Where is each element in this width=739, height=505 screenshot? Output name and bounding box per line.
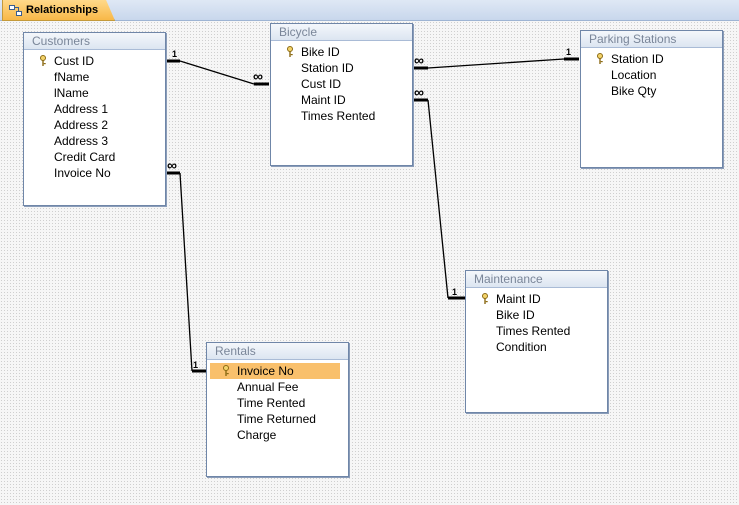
field-maint-id[interactable]: Maint ID: [301, 93, 346, 107]
field-invoice-no[interactable]: Invoice No: [54, 166, 111, 180]
field-maint-id[interactable]: Maint ID: [466, 291, 599, 307]
table-title[interactable]: Parking Stations: [581, 31, 722, 48]
table-title[interactable]: Rentals: [207, 343, 348, 360]
cardinality-one: 1: [193, 360, 199, 370]
document-tab-bar: Relationships: [0, 0, 739, 21]
field-cust-id[interactable]: Cust ID: [24, 53, 157, 69]
field-station-id[interactable]: Station ID: [301, 61, 354, 75]
table-title[interactable]: Bicycle: [271, 24, 412, 41]
field-list: Station ID Location Bike Qty: [581, 51, 714, 164]
relationship-rentals-customers[interactable]: [165, 171, 206, 373]
field-bike-qty[interactable]: Bike Qty: [611, 84, 657, 98]
table-maintenance[interactable]: Maintenance Maint ID Bike ID Times Rente…: [465, 270, 608, 413]
field-list: Bike ID Station ID Cust ID Maint ID Time…: [271, 44, 404, 162]
field-time-returned[interactable]: Time Returned: [237, 412, 316, 426]
field-location[interactable]: Location: [611, 68, 657, 82]
field-credit-card[interactable]: Credit Card: [54, 150, 116, 164]
cardinality-many: ∞: [414, 84, 424, 100]
primary-key-icon: [287, 46, 293, 57]
cardinality-one: 1: [452, 287, 458, 297]
tab-label: Relationships: [26, 4, 99, 16]
field-list: Invoice No Annual Fee Time Rented Time R…: [207, 363, 340, 473]
primary-key-icon: [223, 365, 229, 376]
cardinality-many: ∞: [167, 157, 177, 173]
table-title[interactable]: Customers: [24, 33, 165, 50]
field-address-1[interactable]: Address 1: [54, 102, 109, 116]
cardinality-many: ∞: [414, 52, 424, 68]
field-fname[interactable]: fName: [54, 70, 90, 84]
field-station-id[interactable]: Station ID: [581, 51, 714, 67]
relationship-parking-bicycle[interactable]: [412, 57, 579, 70]
table-title[interactable]: Maintenance: [466, 271, 607, 288]
field-list: Cust ID fName lName Address 1 Address 2 …: [24, 53, 157, 202]
table-bicycle[interactable]: Bicycle Bike ID Station ID Cust ID Maint…: [270, 23, 413, 166]
cardinality-one: 1: [172, 49, 178, 59]
field-bike-id[interactable]: Bike ID: [271, 44, 404, 60]
field-lname[interactable]: lName: [54, 86, 89, 100]
relationship-customers-bicycle[interactable]: [165, 59, 269, 86]
field-list: Maint ID Bike ID Times Rented Condition: [466, 291, 599, 409]
primary-key-icon: [40, 55, 46, 66]
table-rentals[interactable]: Rentals Invoice No Annual Fee Time Rente…: [206, 342, 349, 477]
field-invoice-no[interactable]: Invoice No: [210, 363, 340, 379]
field-cust-id[interactable]: Cust ID: [301, 77, 342, 91]
field-times-rented[interactable]: Times Rented: [301, 109, 376, 123]
table-customers[interactable]: Customers Cust ID fName lName Address 1 …: [23, 32, 166, 206]
primary-key-icon: [482, 293, 488, 304]
field-address-3[interactable]: Address 3: [54, 134, 109, 148]
field-address-2[interactable]: Address 2: [54, 118, 109, 132]
cardinality-many: ∞: [253, 68, 263, 84]
relationship-maintenance-bicycle[interactable]: [412, 98, 465, 300]
field-annual-fee[interactable]: Annual Fee: [237, 380, 299, 394]
relationships-icon: [9, 4, 22, 16]
field-bike-id[interactable]: Bike ID: [496, 308, 535, 322]
field-times-rented[interactable]: Times Rented: [496, 324, 571, 338]
field-charge[interactable]: Charge: [237, 428, 277, 442]
primary-key-icon: [597, 53, 603, 64]
table-parking-stations[interactable]: Parking Stations Station ID Location Bik…: [580, 30, 723, 168]
tab-relationships[interactable]: Relationships: [2, 0, 116, 21]
cardinality-one: 1: [566, 47, 572, 57]
field-condition[interactable]: Condition: [496, 340, 547, 354]
field-time-rented[interactable]: Time Rented: [237, 396, 306, 410]
